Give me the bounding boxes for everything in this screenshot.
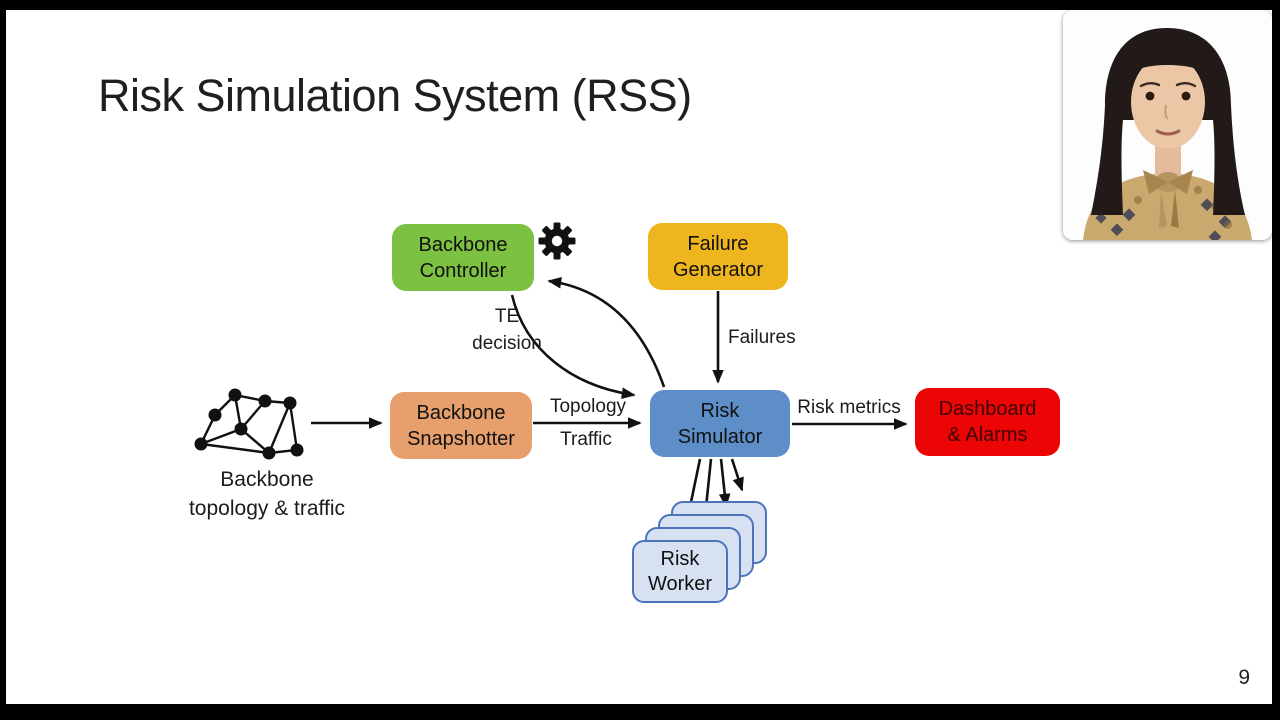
presenter-scarf-bow	[1143, 170, 1193, 228]
box-label-line: Risk	[700, 399, 740, 422]
box-failure-generator: Failure Generator	[648, 223, 788, 290]
box-label-line: Backbone	[418, 233, 508, 256]
label-te-decision-line1: TE	[494, 306, 520, 327]
label-topology: Topology	[549, 396, 627, 417]
box-label-line: Backbone	[416, 401, 506, 424]
box-label-line: Dashboard	[938, 398, 1037, 420]
label-failures: Failures	[728, 327, 796, 348]
box-label-line: Simulator	[677, 425, 763, 448]
box-label-line: Failure	[687, 232, 749, 255]
graph-caption-line1: Backbone	[220, 468, 314, 491]
risk-worker-box-1: Risk Worker	[632, 540, 728, 603]
box-label-line: & Alarms	[947, 424, 1028, 446]
webcam-overlay	[1063, 10, 1272, 240]
box-dashboard-alarms: Dashboard & Alarms	[915, 388, 1060, 456]
presenter-avatar	[1063, 10, 1272, 240]
presenter-hair	[1091, 28, 1245, 215]
box-label-line: Controller	[419, 259, 507, 282]
label-te-decision-line2: decision	[472, 333, 542, 354]
box-backbone-controller: Backbone Controller	[392, 224, 534, 291]
box-label-line: Snapshotter	[407, 427, 515, 450]
slide-title: Risk Simulation System (RSS)	[98, 70, 692, 121]
graph-caption-line2: topology & traffic	[188, 497, 346, 520]
page-number: 9	[1238, 666, 1250, 689]
box-label-line: Generator	[672, 258, 764, 281]
box-label-line: Risk	[660, 547, 700, 570]
box-risk-simulator: Risk Simulator	[650, 390, 790, 457]
label-risk-metrics: Risk metrics	[797, 397, 901, 418]
box-label-line: Worker	[647, 572, 713, 595]
label-traffic: Traffic	[560, 429, 612, 450]
presenter-blouse	[1083, 173, 1252, 240]
box-backbone-snapshotter: Backbone Snapshotter	[390, 392, 532, 459]
